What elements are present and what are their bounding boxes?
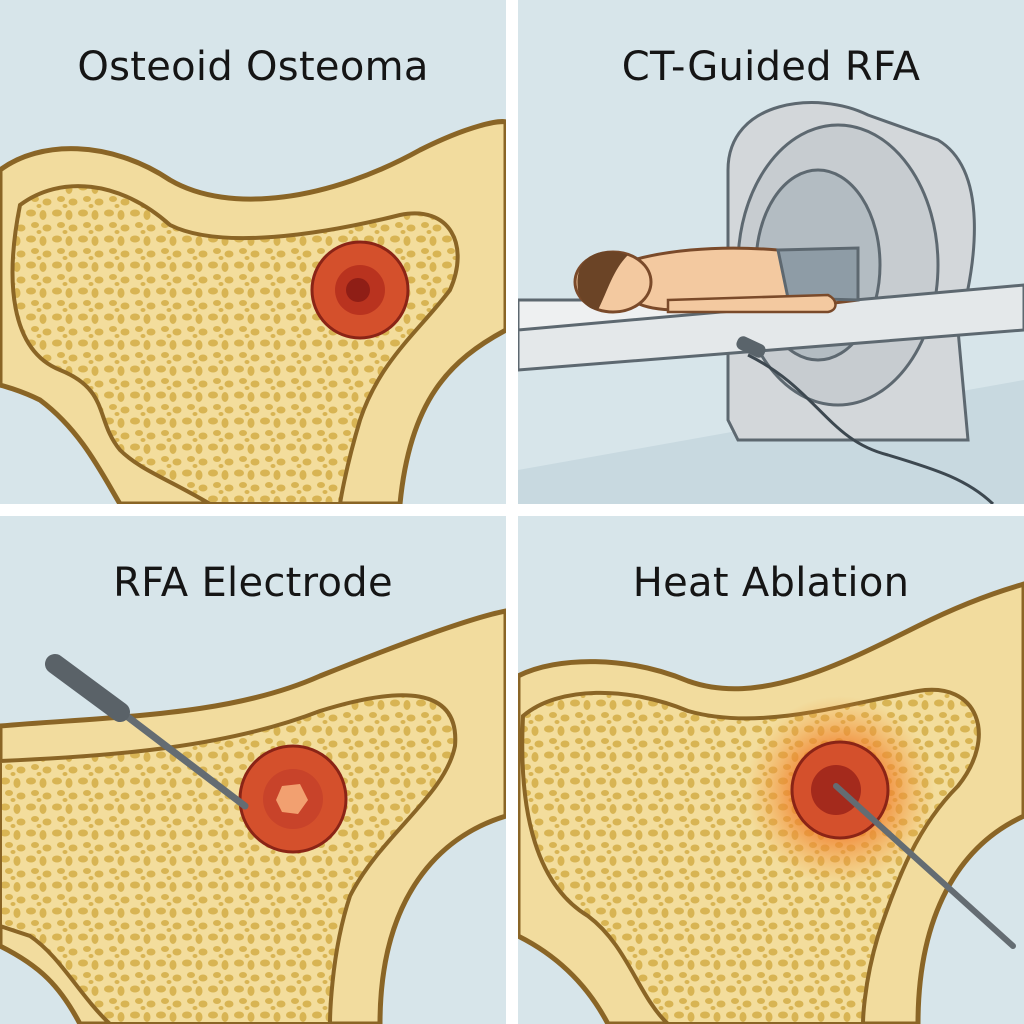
rfa-electrode bbox=[833, 783, 1016, 949]
bone-cross-section bbox=[0, 119, 506, 504]
panel-title: CT-Guided RFA bbox=[621, 44, 921, 90]
panel-heat-ablation: Heat Ablation bbox=[518, 516, 1024, 1024]
panel-title: RFA Electrode bbox=[113, 560, 393, 606]
panel-osteoid-osteoma: Osteoid Osteoma bbox=[0, 0, 506, 504]
ct-scanner-scene bbox=[518, 101, 1024, 504]
panel-ct-guided-rfa: CT-Guided RFA bbox=[518, 0, 1024, 504]
probe-handle bbox=[736, 336, 766, 358]
patient bbox=[573, 246, 860, 314]
cable bbox=[747, 353, 995, 504]
lesion bbox=[238, 744, 348, 854]
rfa-electrode bbox=[45, 654, 249, 810]
panel-rfa-electrode: RFA Electrode bbox=[0, 516, 506, 1024]
panel-title: Heat Ablation bbox=[632, 560, 910, 606]
lesion bbox=[310, 240, 410, 340]
bone-cross-section bbox=[0, 608, 506, 1024]
bone-cross-section bbox=[518, 581, 1024, 1024]
panel-title: Osteoid Osteoma bbox=[77, 44, 429, 90]
